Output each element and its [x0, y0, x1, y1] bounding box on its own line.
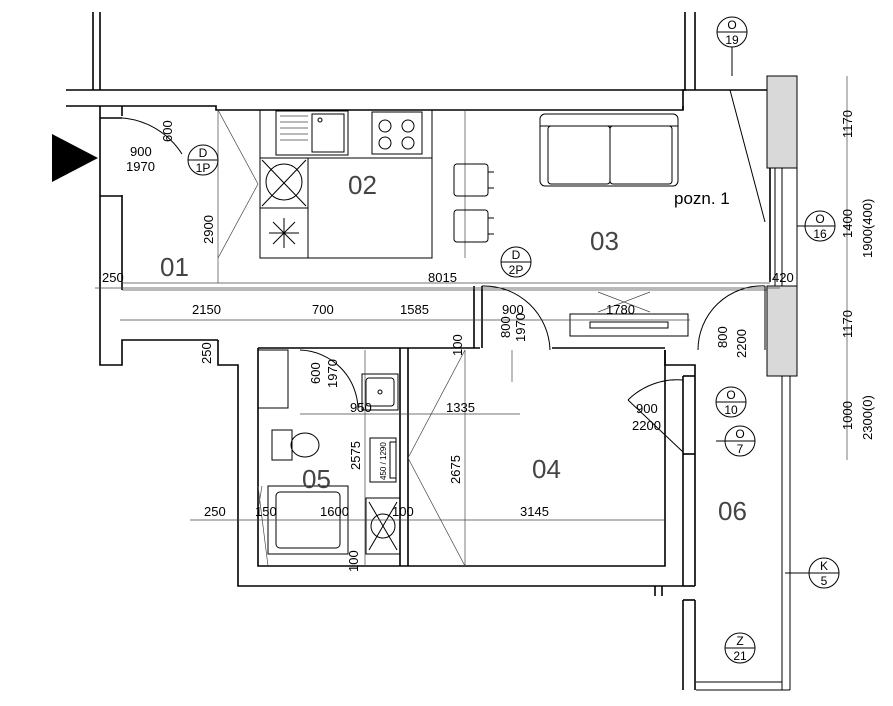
dim-text: 800 — [498, 316, 513, 338]
dim-text: 1400 — [840, 209, 855, 238]
door-swings — [121, 117, 766, 453]
dim-text: 1970 — [513, 313, 528, 342]
dim-text: 2200 — [734, 329, 749, 358]
dim-text: 8015 — [428, 270, 457, 285]
dimension-lines — [95, 76, 848, 566]
dim-text: 2300(0) — [860, 395, 875, 440]
dim-text: 700 — [312, 302, 334, 317]
kitchen — [217, 109, 494, 259]
dim-text: 1970 — [126, 159, 155, 174]
dim-text: 2575 — [348, 441, 363, 470]
dim-text: 3145 — [520, 504, 549, 519]
dim-text: 250 — [204, 504, 226, 519]
window-tag-o10-bottom: 10 — [724, 403, 738, 417]
dim-text: 250 — [102, 270, 124, 285]
dim-text: 1000 — [840, 401, 855, 430]
door-tag-d1p-top: D — [199, 146, 208, 160]
tag-circles — [187, 16, 840, 664]
room-label-04: 04 — [532, 454, 561, 484]
dim-text: 1170 — [840, 110, 855, 138]
dim-text: 450 / 1290 — [379, 442, 388, 480]
dim-text: 250 — [199, 342, 214, 364]
dim-text: 150 — [255, 504, 277, 519]
dim-text: 420 — [772, 270, 794, 285]
dim-text: 1585 — [400, 302, 429, 317]
window-tag-o19-bottom: 19 — [725, 33, 739, 47]
dim-text: 100 — [392, 504, 414, 519]
window-tag-o7-top: O — [735, 427, 744, 441]
dim-text: 100 — [346, 550, 361, 572]
dim-text: 100 — [450, 334, 465, 356]
window-tag-o16-top: O — [815, 212, 824, 226]
dim-text: 1970 — [325, 359, 340, 388]
dim-text: 2900 — [201, 215, 216, 244]
dim-text: 2150 — [192, 302, 221, 317]
door-tag-d1p-bottom: 1P — [196, 161, 211, 175]
dim-text: 800 — [715, 326, 730, 348]
sofa — [539, 113, 679, 187]
window-tag-o16-bottom: 16 — [813, 227, 827, 241]
dim-text: 900 — [130, 144, 152, 159]
tag-k5-bottom: 5 — [821, 574, 828, 588]
entrance-arrow-icon — [52, 134, 98, 182]
dim-text: 1600 — [320, 504, 349, 519]
walls — [66, 12, 798, 691]
tv-cabinet — [569, 291, 689, 337]
door-tag-d2p-bottom: 2P — [509, 263, 524, 277]
window-tag-o10-top: O — [726, 388, 735, 402]
window-tag-o19-top: O — [727, 18, 736, 32]
room-label-01: 01 — [160, 252, 189, 282]
door-tag-d2p-top: D — [512, 248, 521, 262]
dim-text: 600 — [160, 120, 175, 142]
dim-text: 900 — [636, 401, 658, 416]
dim-text: 2200 — [632, 418, 661, 433]
room-label-05: 05 — [302, 464, 331, 494]
tag-z21-top: Z — [736, 634, 743, 648]
dim-text: 1900(400) — [860, 199, 875, 258]
dim-text: 1170 — [840, 310, 855, 338]
window-tag-o7-bottom: 7 — [737, 442, 744, 456]
tag-k5-top: K — [820, 559, 828, 573]
room-label-02: 02 — [348, 170, 377, 200]
dim-text: 600 — [308, 362, 323, 384]
note-label: pozn. 1 — [674, 189, 730, 208]
snowflake-icon — [269, 218, 299, 248]
dim-text: 1335 — [446, 400, 475, 415]
dim-text: 2675 — [448, 455, 463, 484]
dim-text: 950 — [350, 400, 372, 415]
room-label-06: 06 — [718, 496, 747, 526]
tag-z21-bottom: 21 — [733, 649, 747, 663]
room-label-03: 03 — [590, 226, 619, 256]
dim-text: 1780 — [606, 302, 635, 317]
dim-text: 900 — [502, 302, 524, 317]
